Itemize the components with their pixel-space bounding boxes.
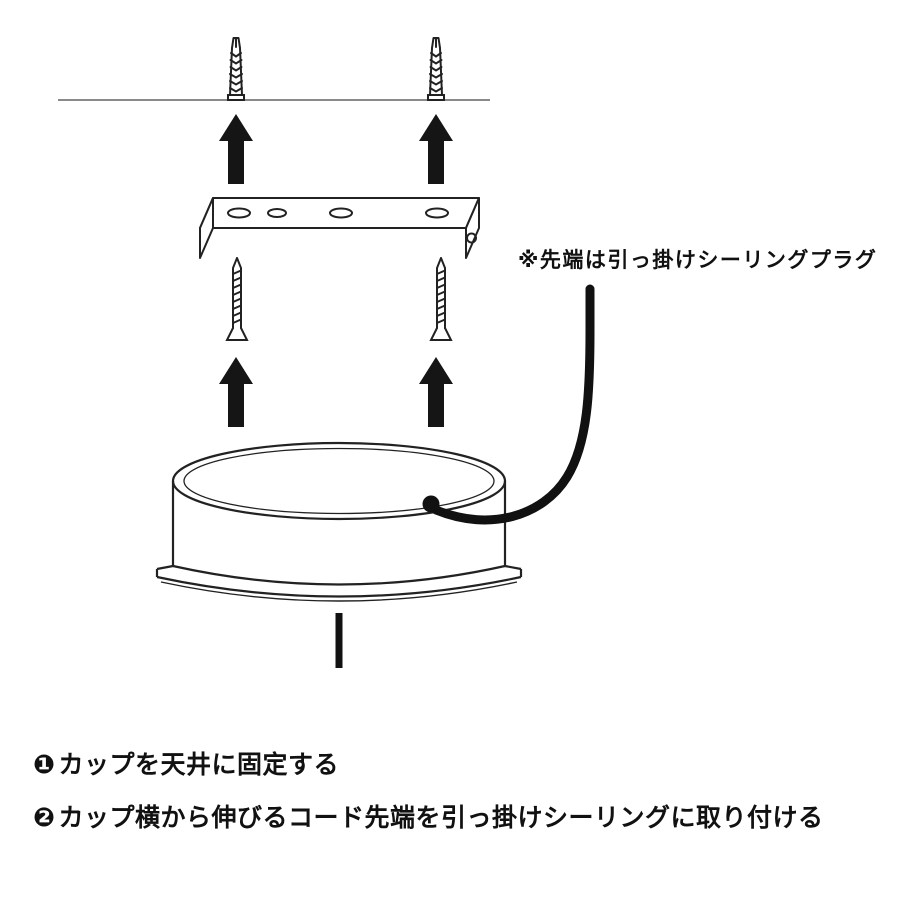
step-2-text: カップ横から伸びるコード先端を引っ掛けシーリングに取り付ける — [58, 804, 824, 832]
up-arrow-icon — [219, 357, 253, 427]
up-arrow-icon — [419, 357, 453, 427]
up-arrow-icon — [219, 114, 253, 184]
up-arrow-icon — [419, 114, 453, 184]
power-cord — [431, 284, 595, 525]
step-1-number-icon: ❶ — [33, 749, 56, 779]
step-1-text: カップを天井に固定する — [58, 751, 340, 779]
cord-grommet-icon — [422, 495, 440, 513]
mounting-bracket — [199, 197, 480, 259]
step-2-number-icon: ❷ — [33, 802, 56, 832]
instruction-steps: ❶ カップを天井に固定する ❷ カップ横から伸びるコード先端を引っ掛けシーリング… — [33, 745, 824, 851]
screw-right-icon — [430, 257, 452, 341]
instruction-step-1: ❶ カップを天井に固定する — [33, 745, 824, 781]
wall-anchor-right-icon — [427, 37, 445, 101]
screw-left-icon — [226, 257, 248, 341]
cord-tip-note: ※先端は引っ掛けシーリングプラグ — [518, 249, 878, 272]
wall-anchor-left-icon — [227, 37, 245, 101]
instruction-step-2: ❷ カップ横から伸びるコード先端を引っ掛けシーリングに取り付ける — [33, 798, 824, 834]
ceiling-cup — [155, 441, 523, 602]
